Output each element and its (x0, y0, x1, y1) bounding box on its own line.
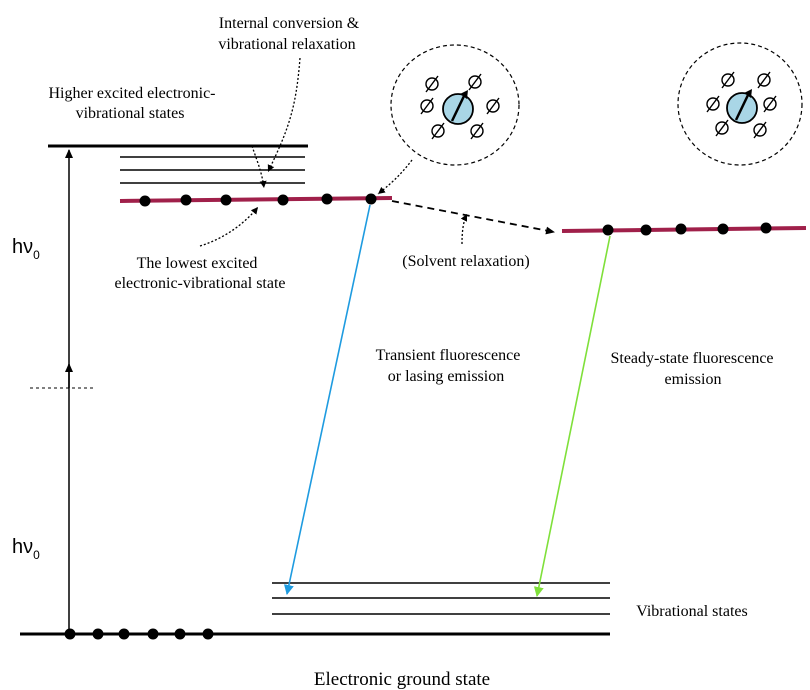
photon-energy-lower: hν0 (12, 536, 40, 562)
transient-emission-arrow (283, 204, 371, 595)
internal-conversion-pointer (267, 57, 301, 173)
svg-text:hν0: hν0 (12, 236, 40, 262)
solvent-relaxation-label: (Solvent relaxation) (402, 253, 530, 270)
solvation-shell-relaxed (677, 42, 803, 166)
solvent-relaxation-arrow (391, 200, 555, 235)
solvent-dipoles-relaxed (706, 71, 777, 139)
internal-conversion-label-1: Internal conversion & (219, 15, 360, 32)
ground-state-label: Electronic ground state (314, 669, 490, 690)
higher-states-label-1: Higher excited electronic- (48, 85, 215, 102)
steady-label-1: Steady-state fluorescence (610, 350, 773, 367)
solvation-shell-unrelaxed (390, 44, 520, 166)
ground-state-populations (64, 628, 214, 640)
solvent-dipoles (420, 73, 500, 140)
steady-emission-arrow (533, 235, 611, 597)
transient-label-1: Transient fluorescence (376, 347, 521, 364)
lowest-state-label-1: The lowest excited (137, 255, 258, 272)
lowest-excited-level (119, 196, 393, 203)
higher-states-label-2: vibrational states (76, 105, 185, 122)
lowest-level-populations (139, 193, 377, 207)
solvent-label-pointer (460, 213, 468, 245)
lowest-state-pointer (199, 206, 259, 247)
transient-label-2: or lasing emission (388, 368, 504, 385)
solvation-pointer (377, 159, 413, 195)
lowest-state-label-2: electronic-vibrational state (114, 275, 285, 292)
internal-conversion-label-2: vibrational relaxation (218, 36, 355, 53)
internal-conversion-pointer-2 (251, 145, 267, 189)
relaxed-level-populations (602, 222, 772, 236)
steady-label-2: emission (665, 371, 722, 388)
photon-energy-upper: hν0 (12, 236, 40, 262)
svg-text:hν0: hν0 (12, 536, 40, 562)
vibrational-states-label: Vibrational states (636, 603, 747, 620)
